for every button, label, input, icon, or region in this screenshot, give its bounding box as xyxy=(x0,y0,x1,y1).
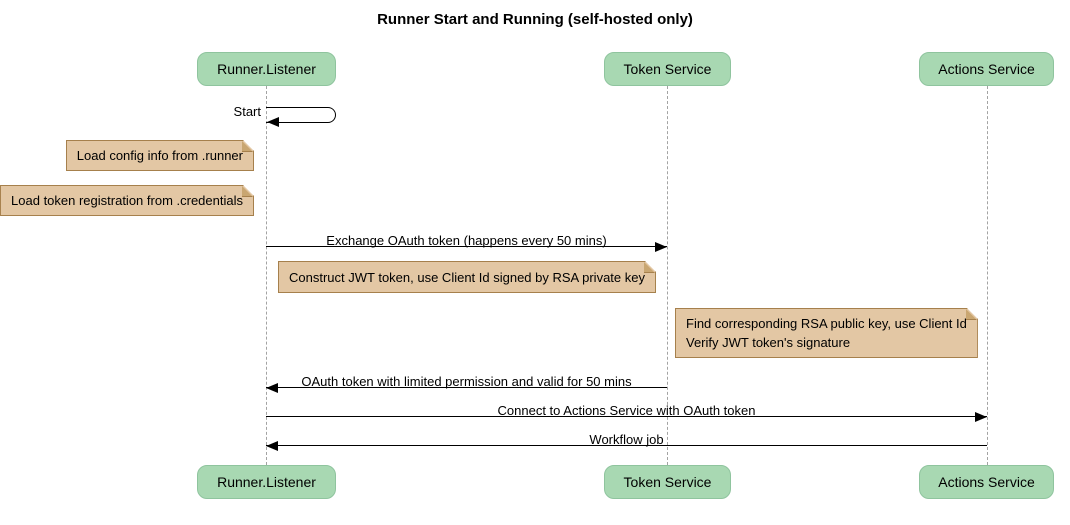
note-text: Construct JWT token, use Client Id signe… xyxy=(289,269,645,285)
arrowhead-left-icon xyxy=(267,117,279,127)
arrowhead-right-icon xyxy=(655,242,667,252)
note-fold-icon xyxy=(966,309,977,320)
participant-token-service-top: Token Service xyxy=(604,52,731,86)
arrowhead-left-icon xyxy=(266,441,278,451)
message-exchange-oauth-label: Exchange OAuth token (happens every 50 m… xyxy=(326,233,607,248)
participant-label: Runner.Listener xyxy=(217,474,316,490)
note-text: Load config info from .runner xyxy=(76,148,243,163)
note-text-line-1: Find corresponding RSA public key, use C… xyxy=(686,316,967,331)
participant-token-service-bottom: Token Service xyxy=(604,465,731,499)
participant-label: Actions Service xyxy=(938,474,1035,490)
note-load-token-registration: Load token registration from .credential… xyxy=(0,185,254,216)
message-exchange-oauth-line xyxy=(266,246,667,247)
lifeline-actions-service xyxy=(987,86,988,465)
self-message-loop xyxy=(266,107,336,123)
diagram-title: Runner Start and Running (self-hosted on… xyxy=(377,11,693,28)
note-load-config: Load config info from .runner xyxy=(66,140,254,171)
message-connect-actions-line xyxy=(266,416,987,417)
participant-runner-listener-top: Runner.Listener xyxy=(197,52,336,86)
participant-label: Actions Service xyxy=(938,61,1035,77)
lifeline-runner-listener xyxy=(266,86,267,465)
participant-actions-service-bottom: Actions Service xyxy=(919,465,1054,499)
note-text: Load token registration from .credential… xyxy=(11,193,243,208)
participant-label: Token Service xyxy=(623,61,712,77)
message-workflow-job-label: Workflow job xyxy=(589,432,664,447)
participant-label: Token Service xyxy=(623,474,712,490)
participant-actions-service-top: Actions Service xyxy=(919,52,1054,86)
note-text-line-2: Verify JWT token's signature xyxy=(686,335,851,350)
message-oauth-token-line xyxy=(266,387,667,388)
note-verify-jwt: Find corresponding RSA public key, use C… xyxy=(675,308,978,358)
note-fold-icon xyxy=(242,186,253,197)
arrowhead-right-icon xyxy=(975,412,987,422)
lifeline-token-service xyxy=(667,86,668,465)
arrowhead-left-icon xyxy=(266,383,278,393)
note-construct-jwt: Construct JWT token, use Client Id signe… xyxy=(278,261,656,293)
message-oauth-token-label: OAuth token with limited permission and … xyxy=(301,374,632,389)
participant-runner-listener-bottom: Runner.Listener xyxy=(197,465,336,499)
message-workflow-job-line xyxy=(266,445,987,446)
message-connect-actions-label: Connect to Actions Service with OAuth to… xyxy=(497,403,756,418)
self-message-label: Start xyxy=(233,104,261,119)
participant-label: Runner.Listener xyxy=(217,61,316,77)
note-fold-icon xyxy=(242,141,253,152)
note-fold-icon xyxy=(644,262,655,273)
